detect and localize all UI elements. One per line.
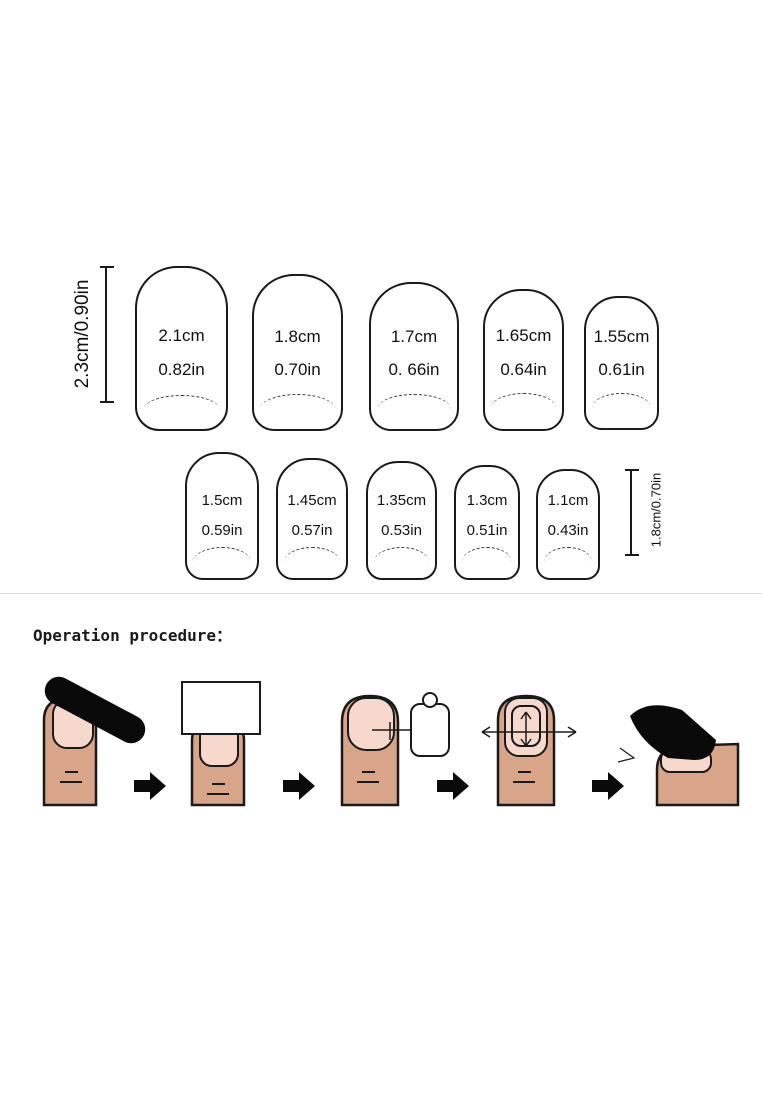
height-label-small: 1.8cm/0.70in [648, 472, 664, 548]
arrow-icon [134, 772, 166, 800]
nail-in-label: 0.70in [274, 360, 321, 379]
nail-size-6: 1.5cm 0.59in [185, 452, 259, 580]
nail-tip-line [462, 547, 512, 562]
press-nail-icon [481, 694, 577, 807]
nail-size-3: 1.7cm 0. 66in [369, 282, 459, 431]
nail-tip-line [374, 547, 429, 562]
nail-size-7: 1.45cm 0.57in [276, 458, 348, 580]
nail-cm-label: 1.35cm [376, 492, 427, 509]
nail-size-8: 1.35cm 0.53in [366, 461, 437, 580]
nail-cm-label: 1.8cm [274, 327, 321, 346]
nail-in-label: 0.51in [466, 522, 508, 539]
nail-in-label: 0.64in [500, 360, 547, 379]
nail-cm-label: 1.55cm [593, 327, 650, 346]
choose-size-icon [340, 692, 450, 807]
nail-size-10: 1.1cm 0.43in [536, 469, 600, 580]
nail-size-4: 1.65cm 0.64in [483, 289, 564, 431]
nail-in-label: 0.82in [158, 360, 205, 379]
nail-size-9: 1.3cm 0.51in [454, 465, 520, 580]
nail-cm-label: 1.65cm [495, 326, 552, 345]
height-bracket-large [100, 266, 114, 403]
nail-size-5: 1.55cm 0.61in [584, 296, 659, 430]
nail-cm-label: 1.3cm [466, 492, 508, 509]
nail-cm-label: 1.5cm [201, 492, 243, 509]
procedure-title: Operation procedure： [33, 626, 233, 645]
procedure-steps [42, 676, 740, 807]
nail-tip-line [491, 393, 556, 408]
arrow-icon [437, 772, 469, 800]
nail-cm-label: 2.1cm [158, 326, 205, 345]
finished-nail-icon [617, 705, 740, 807]
nail-in-label: 0.59in [201, 522, 243, 539]
nail-size-1: 2.1cm 0.82in [135, 266, 228, 431]
nail-in-label: 0.53in [381, 522, 422, 539]
nail-tip-line [592, 393, 651, 408]
nail-tip-line [377, 394, 451, 409]
nail-in-label: 0.43in [547, 522, 589, 539]
nail-size-2: 1.8cm 0.70in [252, 274, 343, 431]
nail-in-label: 0.61in [598, 360, 645, 379]
apply-tab-icon [181, 681, 261, 807]
section-divider [0, 593, 762, 594]
file-nail-icon [42, 676, 146, 807]
nail-tip-line [193, 547, 251, 562]
arrow-icon [592, 772, 624, 800]
nail-in-label: 0.57in [291, 522, 333, 539]
nail-tip-line [284, 547, 340, 562]
height-label-large: 2.3cm/0.90in [72, 279, 93, 389]
nail-in-label: 0. 66in [388, 360, 440, 379]
nail-cm-label: 1.45cm [287, 492, 337, 509]
height-bracket-small [625, 469, 639, 556]
nail-tip-line [143, 395, 220, 410]
nail-tip-line [260, 394, 335, 409]
arrow-icon [283, 772, 315, 800]
nail-cm-label: 1.1cm [547, 492, 589, 509]
nail-tip-line [544, 547, 592, 562]
nail-cm-label: 1.7cm [390, 327, 438, 346]
